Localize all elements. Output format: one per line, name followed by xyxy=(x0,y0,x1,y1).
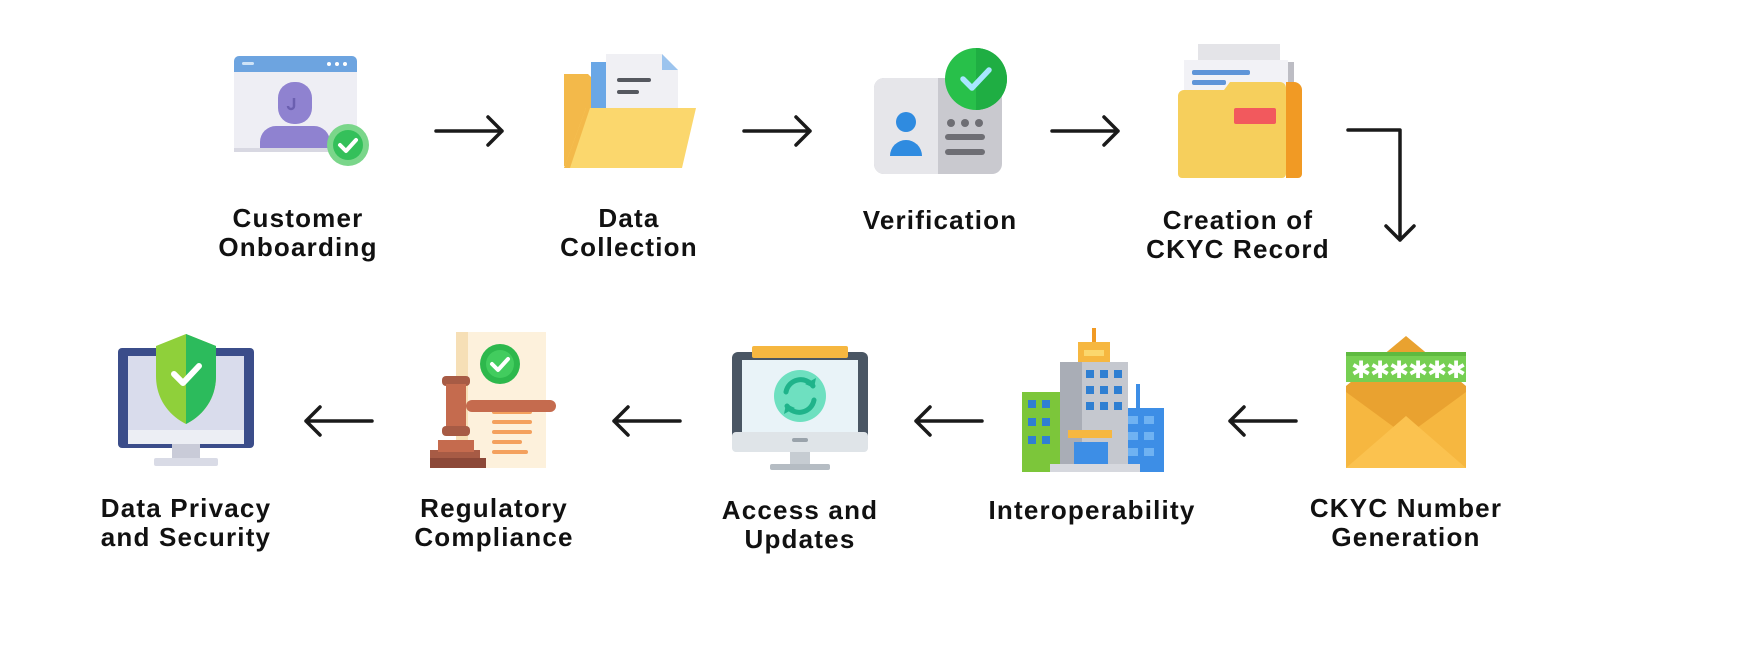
step-label-data-collection: Data Collection xyxy=(560,203,698,262)
svg-text:✱: ✱ xyxy=(1351,356,1371,384)
step-label-interoperability: Interoperability xyxy=(988,495,1196,525)
id-card-check-icon xyxy=(872,46,1012,176)
browser-user-check-icon xyxy=(232,54,372,169)
step-label-data-privacy-security: Data Privacy and Security xyxy=(100,493,272,552)
gavel-document-icon xyxy=(428,330,560,472)
arrow-left-3 xyxy=(606,404,682,438)
record-folder-icon xyxy=(1170,42,1310,182)
arrow-left-1 xyxy=(1222,404,1298,438)
svg-text:✱: ✱ xyxy=(1408,356,1428,384)
step-label-customer-onboarding: Customer Onboarding xyxy=(218,203,378,262)
svg-text:✱: ✱ xyxy=(1370,356,1390,384)
arrow-left-2 xyxy=(908,404,984,438)
step-label-ckyc-number-generation: CKYC Number Generation xyxy=(1309,493,1503,552)
arrow-right-1 xyxy=(434,114,510,148)
step-label-regulatory-compliance: Regulatory Compliance xyxy=(414,493,574,552)
envelope-password-icon: ✱ ✱ ✱ ✱ ✱ ✱ xyxy=(1342,332,1470,472)
arrow-right-2 xyxy=(742,114,818,148)
monitor-sync-icon xyxy=(730,344,870,474)
arrow-right-3 xyxy=(1050,114,1126,148)
arrow-down-bend xyxy=(1346,124,1416,250)
monitor-shield-icon xyxy=(116,332,256,472)
buildings-icon xyxy=(1022,326,1168,476)
arrow-left-4 xyxy=(298,404,374,438)
svg-text:✱: ✱ xyxy=(1446,356,1466,384)
step-label-verification: Verification xyxy=(862,205,1018,235)
svg-text:✱: ✱ xyxy=(1427,356,1447,384)
folder-documents-icon xyxy=(560,50,700,172)
svg-text:✱: ✱ xyxy=(1389,356,1409,384)
step-label-access-and-updates: Access and Updates xyxy=(721,495,879,554)
step-label-creation-ckyc-record: Creation of CKYC Record xyxy=(1146,205,1330,264)
